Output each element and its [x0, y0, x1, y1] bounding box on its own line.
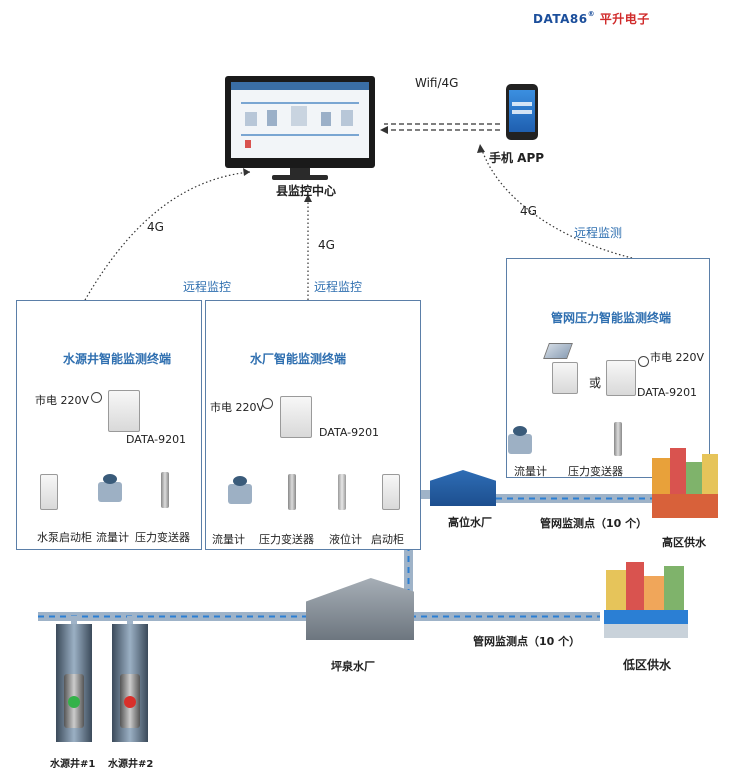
plant-model: DATA-9201 — [319, 426, 380, 439]
pipe-flowmeter-icon — [508, 426, 532, 454]
well-2-shaft — [112, 624, 148, 742]
well-power-icon — [91, 392, 102, 403]
phone-label: 手机 APP — [489, 151, 545, 165]
low-supply-label: 低区供水 — [623, 658, 672, 672]
left-4g-label: 4G — [147, 220, 164, 234]
plant-device-0: 流量计 — [212, 533, 245, 546]
mid-remote-label: 远程监控 — [314, 280, 363, 294]
monitor-screen — [231, 82, 369, 158]
pipe-or: 或 — [589, 376, 602, 390]
pressure-transmitter-icon — [161, 472, 169, 508]
well-1-pump-icon — [68, 696, 80, 708]
pump-cabinet-icon — [40, 474, 58, 510]
pipe-box-title: 管网压力智能监测终端 — [551, 311, 672, 325]
mid-4g-label: 4G — [318, 238, 335, 252]
plant-device-2: 液位计 — [329, 533, 362, 546]
plant-device-1: 压力变送器 — [259, 533, 314, 546]
low-points-label: 管网监测点（10 个） — [473, 635, 581, 648]
flowmeter-icon — [98, 474, 122, 502]
right-4g-label: 4G — [520, 204, 537, 218]
brand-en: DATA86 — [533, 12, 588, 26]
monitor-base — [272, 175, 328, 180]
well-device-2: 压力变送器 — [135, 531, 190, 544]
left-remote-label: 远程监控 — [183, 280, 232, 294]
plant-terminal-box — [205, 300, 421, 550]
plant-device-3: 启动柜 — [371, 533, 404, 546]
left-4g-link — [84, 171, 251, 301]
monitor — [225, 76, 375, 168]
well-device-0: 水泵启动柜 — [37, 531, 92, 544]
right-remote-label: 远程监测 — [574, 226, 623, 240]
pingquan-label: 坪泉水厂 — [331, 660, 375, 673]
well-device-1: 流量计 — [96, 531, 129, 544]
phone-icon — [506, 84, 538, 140]
well-2-pump-icon — [124, 696, 136, 708]
plant-power: 市电 220V — [210, 401, 265, 414]
brand-cn: 平升电子 — [599, 12, 650, 26]
pipe-power-icon — [638, 356, 649, 367]
center-label: 县监控中心 — [276, 184, 337, 198]
level-gauge-icon — [338, 474, 346, 510]
pipe-terminal-mains — [606, 360, 636, 396]
right-4g-link — [481, 149, 633, 259]
plant-pressure-icon — [288, 474, 296, 510]
well-terminal-device — [108, 390, 140, 432]
high-supply-label: 高区供水 — [662, 536, 706, 549]
well-1-shaft — [56, 624, 92, 742]
well-model: DATA-9201 — [126, 433, 187, 446]
well-box-title: 水源井智能监测终端 — [63, 352, 172, 366]
pipe-power: 市电 220V — [650, 351, 705, 364]
pipe-pressure-icon — [614, 422, 622, 456]
pipe-terminal-solar — [552, 362, 578, 394]
start-cabinet-icon — [382, 474, 400, 510]
brand-logo: DATA86® 平升电子 — [533, 10, 650, 26]
phone-link-label: Wifi/4G — [415, 76, 459, 90]
monitor-stand — [290, 168, 310, 176]
well-1-label: 水源井#1 — [50, 759, 96, 770]
pipe-model: DATA-9201 — [637, 386, 698, 399]
plant-power-icon — [262, 398, 273, 409]
high-points-label: 管网监测点（10 个） — [540, 517, 648, 530]
well-2-label: 水源井#2 — [108, 759, 154, 770]
pipe-device-1: 压力变送器 — [568, 465, 623, 478]
plant-box-title: 水厂智能监测终端 — [250, 352, 347, 366]
pipe-device-0: 流量计 — [514, 465, 547, 478]
plant-terminal-device — [280, 396, 312, 438]
well-power: 市电 220V — [35, 394, 90, 407]
high-plant-label: 高位水厂 — [448, 516, 492, 529]
high-supply-houses — [652, 448, 718, 518]
plant-flowmeter-icon — [228, 476, 252, 504]
low-supply-houses — [604, 562, 690, 638]
